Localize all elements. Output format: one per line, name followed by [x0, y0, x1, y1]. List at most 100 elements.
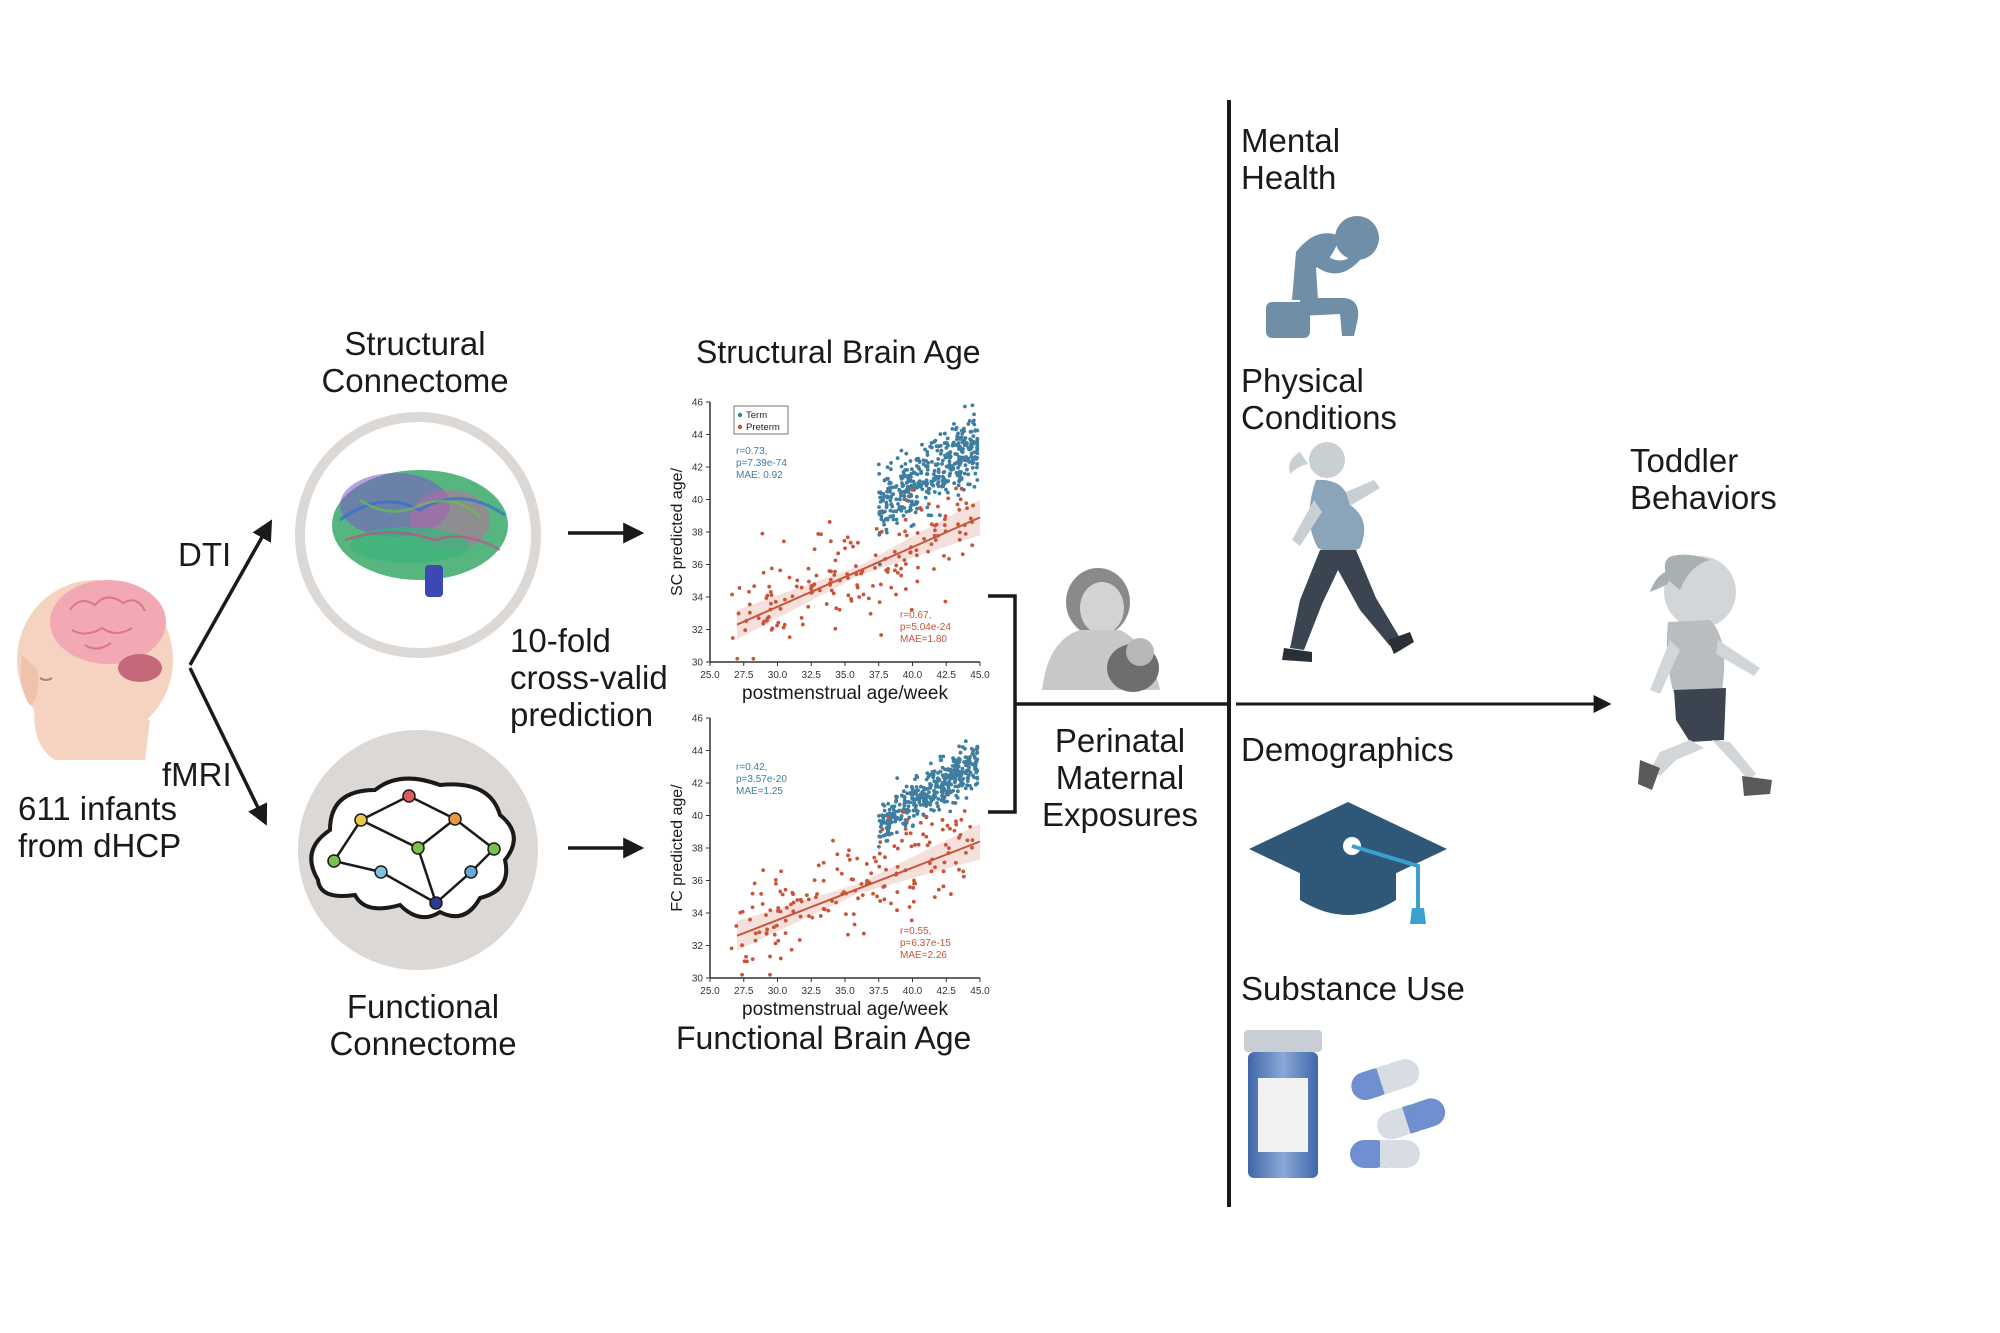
- term-point: [887, 823, 892, 828]
- term-point: [879, 819, 884, 824]
- preterm-point: [846, 853, 850, 858]
- structural-connectome-icon: [295, 412, 541, 658]
- term-point: [896, 502, 900, 506]
- term-stats-text: p=3.57e-20: [736, 774, 787, 785]
- preterm-point: [776, 909, 780, 913]
- infants-count-text: 611 infants: [18, 790, 178, 827]
- preterm-stats-text: r=0.67,: [900, 610, 931, 621]
- preterm-point: [909, 918, 914, 923]
- y-tick-label: 34: [692, 593, 704, 604]
- preterm-point: [776, 906, 781, 910]
- preterm-point: [882, 897, 887, 902]
- preterm-point: [929, 542, 934, 547]
- term-point: [923, 447, 927, 452]
- structural-brain-age-title: Structural Brain Age: [696, 334, 981, 370]
- term-point: [972, 764, 977, 769]
- term-point: [963, 463, 968, 468]
- preterm-point: [903, 868, 908, 873]
- term-point: [975, 776, 980, 781]
- perinatal-exposures-label: Perinatal Maternal Exposures: [1042, 722, 1198, 833]
- preterm-point: [895, 908, 899, 913]
- preterm-point: [814, 573, 819, 578]
- term-point: [894, 830, 899, 835]
- preterm-point: [965, 838, 970, 843]
- preterm-point: [782, 622, 787, 627]
- term-point: [944, 479, 949, 484]
- preterm-point: [730, 592, 734, 597]
- preterm-point: [961, 874, 966, 879]
- term-point: [975, 746, 980, 751]
- preterm-point: [929, 869, 934, 874]
- term-point: [963, 436, 968, 440]
- term-point: [889, 502, 894, 507]
- term-point: [970, 751, 975, 756]
- term-point: [950, 763, 955, 768]
- term-point: [941, 754, 946, 759]
- preterm-point: [971, 503, 975, 508]
- preterm-point: [861, 931, 866, 936]
- preterm-point: [776, 620, 781, 625]
- term-point: [925, 467, 930, 472]
- preterm-point: [736, 611, 741, 616]
- x-tick-label: 40.0: [903, 670, 923, 681]
- preterm-point: [799, 615, 804, 620]
- preterm-point: [765, 616, 770, 621]
- preterm-point: [909, 607, 914, 612]
- preterm-point: [928, 861, 932, 866]
- infant-head-icon: [17, 580, 173, 760]
- preterm-point: [914, 548, 919, 553]
- term-point: [972, 754, 977, 759]
- term-point: [973, 455, 977, 459]
- term-point: [882, 808, 887, 813]
- preterm-point: [781, 625, 786, 630]
- term-point: [953, 777, 958, 782]
- term-point: [928, 802, 933, 807]
- term-point: [939, 758, 944, 763]
- term-point: [883, 820, 888, 825]
- preterm-point: [833, 569, 837, 574]
- term-point: [925, 505, 930, 510]
- x-tick-label: 35.0: [835, 986, 855, 997]
- term-point: [946, 767, 950, 771]
- term-point: [970, 465, 975, 470]
- running-toddler-icon: [1638, 554, 1772, 796]
- term-point: [951, 768, 956, 773]
- preterm-point: [900, 838, 904, 843]
- term-point: [964, 755, 969, 760]
- preterm-point: [779, 869, 784, 874]
- preterm-point: [773, 599, 778, 604]
- term-point: [922, 481, 927, 486]
- term-point: [909, 524, 914, 529]
- term-point: [932, 440, 936, 444]
- term-point: [963, 786, 968, 791]
- term-point: [919, 471, 924, 476]
- term-point: [975, 462, 980, 466]
- preterm-point: [778, 607, 783, 611]
- term-point: [915, 506, 919, 511]
- preterm-point: [795, 578, 800, 583]
- term-point: [970, 403, 975, 408]
- term-point: [959, 428, 964, 433]
- term-point: [891, 492, 896, 497]
- term-point: [931, 472, 936, 477]
- term-point: [934, 444, 939, 448]
- term-point: [895, 809, 900, 814]
- preterm-point: [903, 826, 908, 831]
- term-point: [897, 505, 902, 509]
- term-point: [892, 810, 897, 815]
- preterm-point: [781, 539, 786, 544]
- term-point: [973, 782, 978, 787]
- term-point: [969, 445, 974, 449]
- term-point: [915, 775, 920, 779]
- preterm-point: [761, 868, 766, 873]
- preterm-point: [943, 599, 948, 604]
- term-point: [937, 444, 942, 448]
- term-point: [968, 755, 972, 759]
- fmri-arrow: [188, 667, 268, 826]
- preterm-point: [769, 601, 773, 606]
- term-point: [909, 499, 914, 504]
- term-point: [940, 474, 945, 479]
- term-point: [925, 771, 930, 776]
- term-point: [884, 530, 889, 535]
- term-point: [966, 422, 971, 426]
